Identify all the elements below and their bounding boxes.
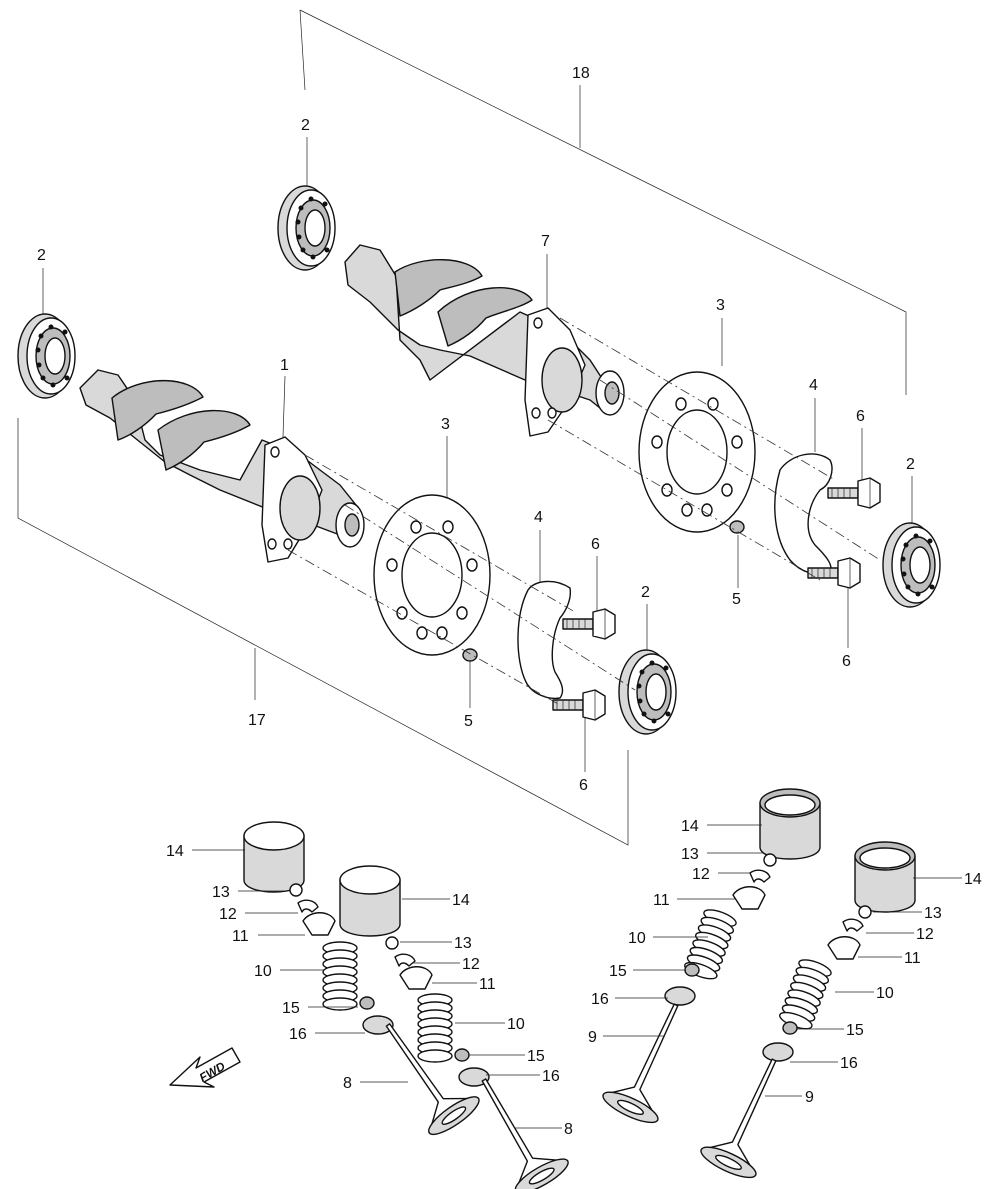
v1-lifter-label: 14 — [166, 843, 184, 860]
callout-lower-holder: 1 — [280, 357, 289, 374]
callout-labels: 18 17 2 2 2 2 7 1 3 3 4 4 6 6 6 6 5 5 14… — [37, 65, 982, 1138]
v1-retainer-label: 11 — [232, 928, 249, 945]
callout-17: 17 — [248, 712, 266, 729]
upper-left-bearing — [277, 185, 336, 271]
v3-valve-label: 9 — [588, 1029, 597, 1046]
callout-upper-holder: 7 — [541, 233, 550, 250]
v3-lifter-label: 14 — [681, 818, 699, 835]
upper-dowel-pin — [729, 520, 745, 534]
v2-valve-label: 8 — [564, 1121, 573, 1138]
v4-seal-label: 15 — [846, 1022, 864, 1039]
v1-cotter-label: 12 — [219, 906, 237, 923]
v4-lifter-label: 14 — [964, 871, 982, 888]
callout-lower-bolt-b: 6 — [579, 777, 588, 794]
lower-bolt-a — [562, 608, 616, 640]
lower-retaining-plate — [517, 580, 572, 700]
upper-bolt-a — [827, 477, 881, 509]
valve-leader-lines — [192, 824, 962, 1129]
valve-assembly-4 — [696, 841, 916, 1184]
v1-valve-label: 8 — [343, 1075, 352, 1092]
callout-lower-bearing-right: 2 — [641, 584, 650, 601]
lower-left-bearing — [17, 313, 76, 399]
upper-right-bearing — [882, 522, 941, 608]
callout-lower-bolt-a: 6 — [591, 536, 600, 553]
v3-cotter-label: 12 — [692, 866, 710, 883]
upper-cam-lobe-1 — [394, 259, 483, 317]
lower-sprocket — [373, 494, 491, 656]
callout-upper-bearing-right: 2 — [906, 456, 915, 473]
v2-seat-label: 16 — [542, 1068, 560, 1085]
v2-cotter-label: 12 — [462, 956, 480, 973]
v2-seal-label: 15 — [527, 1048, 545, 1065]
v3-seal-label: 15 — [609, 963, 627, 980]
callout-18: 18 — [572, 65, 590, 82]
lower-right-bearing — [618, 649, 677, 735]
callout-upper-sprocket: 3 — [716, 297, 725, 314]
v2-retainer-label: 11 — [479, 976, 496, 993]
upper-retaining-plate — [774, 453, 833, 576]
v1-seat-label: 16 — [289, 1026, 307, 1043]
v2-shim-label: 13 — [454, 935, 472, 952]
callout-lower-bearing-left: 2 — [37, 247, 46, 264]
v2-lifter-label: 14 — [452, 892, 470, 909]
v3-spring-label: 10 — [628, 930, 646, 947]
callout-upper-bolt-a: 6 — [856, 408, 865, 425]
upper-sprocket — [638, 371, 756, 533]
v2-spring-label: 10 — [507, 1016, 525, 1033]
callout-upper-plate: 4 — [809, 377, 818, 394]
upper-cam-lobe-2 — [437, 287, 533, 347]
centerlines — [287, 317, 881, 706]
fwd-arrow: FWD — [169, 1047, 241, 1088]
v4-retainer-label: 11 — [904, 950, 921, 967]
valve-assembly-1 — [243, 821, 485, 1141]
upper-camshaft-assembly — [277, 185, 941, 608]
lower-cam-lobe-1 — [111, 380, 204, 441]
callout-lower-plate: 4 — [534, 509, 543, 526]
v4-shim-label: 13 — [924, 905, 942, 922]
callout-upper-bolt-b: 6 — [842, 653, 851, 670]
assembly-18-bracket — [299, 9, 907, 395]
callout-upper-pin: 5 — [732, 591, 741, 608]
v4-seat-label: 16 — [840, 1055, 858, 1072]
lower-cam-lobe-2 — [157, 409, 251, 471]
valve-assembly-3 — [598, 788, 821, 1129]
callout-lower-pin: 5 — [464, 713, 473, 730]
callout-upper-bearing-left: 2 — [301, 117, 310, 134]
v1-spring-label: 10 — [254, 963, 272, 980]
valve-assembly-2 — [339, 865, 573, 1189]
v4-spring-label: 10 — [876, 985, 894, 1002]
assembly-17-bracket — [17, 418, 629, 846]
v4-cotter-label: 12 — [916, 926, 934, 943]
v4-valve-label: 9 — [805, 1089, 814, 1106]
v3-shim-label: 13 — [681, 846, 699, 863]
v3-retainer-label: 11 — [653, 892, 670, 909]
v3-seat-label: 16 — [591, 991, 609, 1008]
lower-camshaft-assembly — [17, 313, 677, 735]
v1-seal-label: 15 — [282, 1000, 300, 1017]
callout-lower-sprocket: 3 — [441, 416, 450, 433]
v1-shim-label: 13 — [212, 884, 230, 901]
